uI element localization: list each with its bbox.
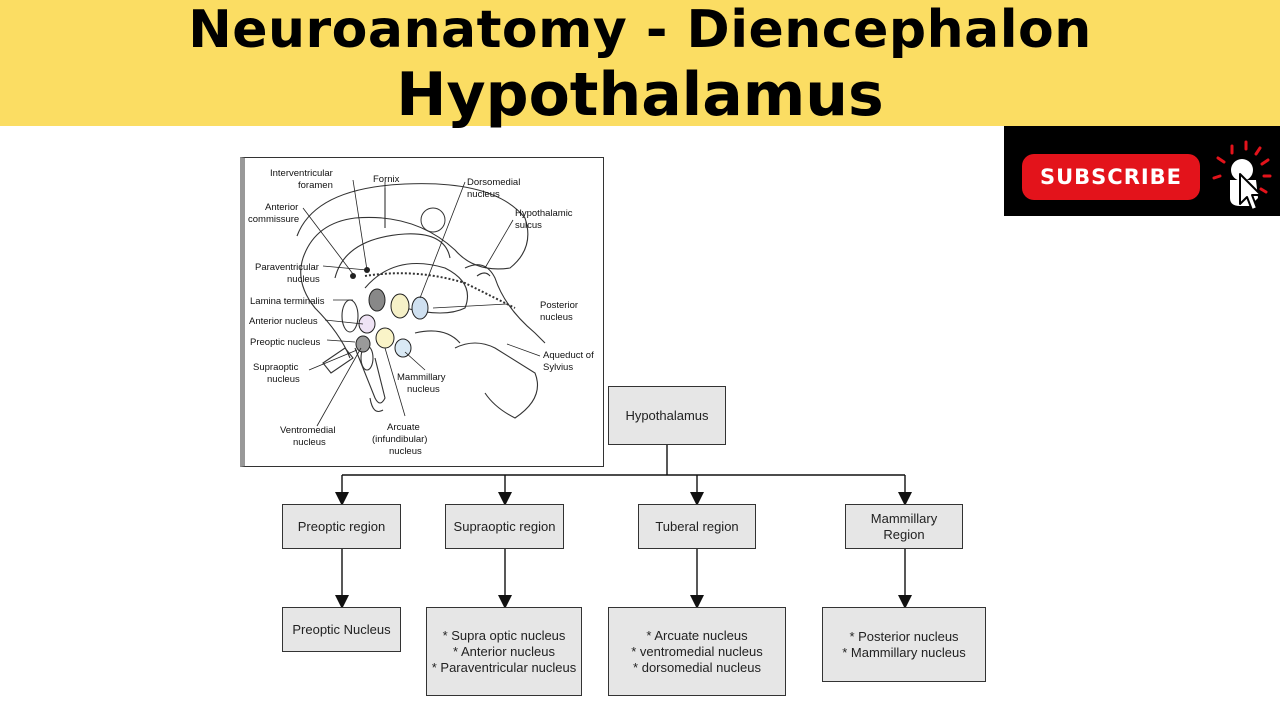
nucleus-item: * Anterior nucleus <box>453 643 555 659</box>
label-arcuate-nucleus: Arcuate (infundibular) nucleus <box>372 422 430 457</box>
label-interventricular-foramen: Interventricular foramen <box>270 168 335 191</box>
mammillary-region-box: Mammillary Region <box>845 504 963 549</box>
nucleus-item: * Supra optic nucleus <box>442 627 566 643</box>
label-aqueduct-of-sylvius: Aqueduct of Sylvius <box>543 350 596 373</box>
label-supraoptic-nucleus: Supraoptic nucleus <box>253 362 301 385</box>
hypothalamus-anatomy-figure: Interventricular foramen Fornix Dorsomed… <box>240 157 604 467</box>
label-lamina-terminalis: Lamina terminalis <box>250 296 325 307</box>
cursor-click-icon <box>1212 140 1272 211</box>
anatomy-drawing: Interventricular foramen Fornix Dorsomed… <box>248 168 596 457</box>
nucleus-item: * Paraventricular nucleus <box>431 659 577 675</box>
label-anterior-commissure: Anterior commissure <box>248 202 301 225</box>
preoptic-nuclei-box: Preoptic Nucleus <box>282 607 401 652</box>
supraoptic-region-box: Supraoptic region <box>445 504 564 549</box>
supraoptic-nuclei-box: * Supra optic nucleus * Anterior nucleus… <box>426 607 582 696</box>
label-ventromedial-nucleus: Ventromedial nucleus <box>280 425 338 448</box>
nucleus-item: * Posterior nucleus <box>849 628 959 644</box>
label-dorsomedial-nucleus: Dorsomedial nucleus <box>467 177 523 200</box>
label-fornix: Fornix <box>373 174 400 185</box>
label-hypothalamic-sulcus: Hypothalamic sulcus <box>515 208 575 231</box>
nucleus-item: * Arcuate nucleus <box>646 627 748 643</box>
label-posterior-nucleus: Posterior nucleus <box>540 300 581 323</box>
nucleus-item: Preoptic Nucleus <box>292 621 391 637</box>
nucleus-item: * Mammillary nucleus <box>842 644 966 660</box>
label-mammillary-nucleus: Mammillary nucleus <box>397 372 448 395</box>
hypothalamus-root-box: Hypothalamus <box>608 386 726 445</box>
preoptic-region-box: Preoptic region <box>282 504 401 549</box>
subscribe-panel: SUBSCRIBE <box>1004 126 1280 216</box>
tuberal-nuclei-box: * Arcuate nucleus * ventromedial nucleus… <box>608 607 786 696</box>
nucleus-item: * dorsomedial nucleus <box>633 659 761 675</box>
tuberal-region-box: Tuberal region <box>638 504 756 549</box>
nucleus-item: * ventromedial nucleus <box>631 643 763 659</box>
title-banner: Neuroanatomy - Diencephalon Hypothalamus <box>0 0 1280 130</box>
page-title: Neuroanatomy - Diencephalon <box>188 0 1092 60</box>
page-subtitle: Hypothalamus <box>396 60 884 130</box>
label-anterior-nucleus: Anterior nucleus <box>249 316 318 327</box>
mammillary-nuclei-box: * Posterior nucleus * Mammillary nucleus <box>822 607 986 682</box>
subscribe-button[interactable]: SUBSCRIBE <box>1022 154 1200 200</box>
label-preoptic-nucleus: Preoptic nucleus <box>250 337 320 348</box>
label-paraventricular-nucleus: Paraventricular nucleus <box>255 262 322 285</box>
